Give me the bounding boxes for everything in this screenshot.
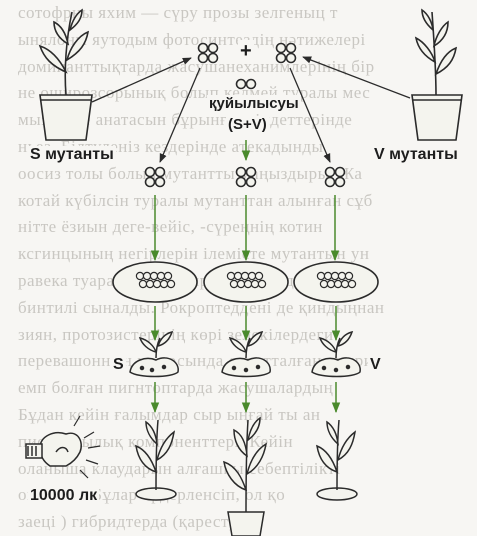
background-text-line: ксгинцының негірлерін ілемісте мутантын … [18,244,370,264]
light-intensity-label: 10000 лк [28,487,100,505]
s-row-label: S [111,356,126,374]
cell-cluster-right [324,166,346,188]
v-mutant-label: V мутанты [372,146,460,164]
petri-dish-left [112,261,198,303]
background-text-line: котай күбілсін туралы мутанттан алынған … [18,190,373,210]
background-text-line: оосиз толы болып мутантты маңыздыры. Жа [18,163,363,183]
regenerated-potted-plant-middle [223,416,268,536]
v-row-label: V [368,356,383,374]
background-text-line: бинтилі сыналды. Рокроптеддені де қиндың… [18,297,385,317]
cell-cluster-left [144,166,166,188]
callus-shoot-middle [221,330,271,378]
fusion-label: қуйылысуы [207,95,301,112]
fusion-formula-label: (S+V) [226,116,269,133]
plus-sign: + [238,40,254,63]
regenerated-plant-right [316,419,358,501]
background-text-line: перевашонның мемосында сипатталған тәжри [18,351,374,371]
s-mutant-label: S мутанты [28,146,116,164]
arrow-s-plant-to-cells [91,57,192,103]
background-text-line: заеці ) гибридтерда (қарест) [18,512,236,532]
regenerated-plant-left [135,419,177,501]
petri-dish-right [293,261,379,303]
background-text-line: сотофрны яхим — сүру прозы зелгеныц т [18,3,338,22]
arrow-v-plant-to-cells [302,56,411,99]
petri-dish-middle [203,261,289,303]
cell-cluster-middle [235,166,257,188]
fused-cells [235,78,257,90]
s-mutant-cells [197,42,219,64]
callus-shoot-left [129,330,179,378]
light-rays [73,415,101,479]
background-text-line: емп болған пигнтоптарда жасушалардың [18,378,334,398]
arrow-s-cells-left [159,67,201,163]
callus-shoot-right [311,330,361,378]
light-bulb-icon [25,432,82,467]
s-mutant-potted-plant [38,8,93,141]
v-mutant-potted-plant [411,8,463,141]
arrow-v-cells-right [289,67,331,163]
v-mutant-cells [275,42,297,64]
